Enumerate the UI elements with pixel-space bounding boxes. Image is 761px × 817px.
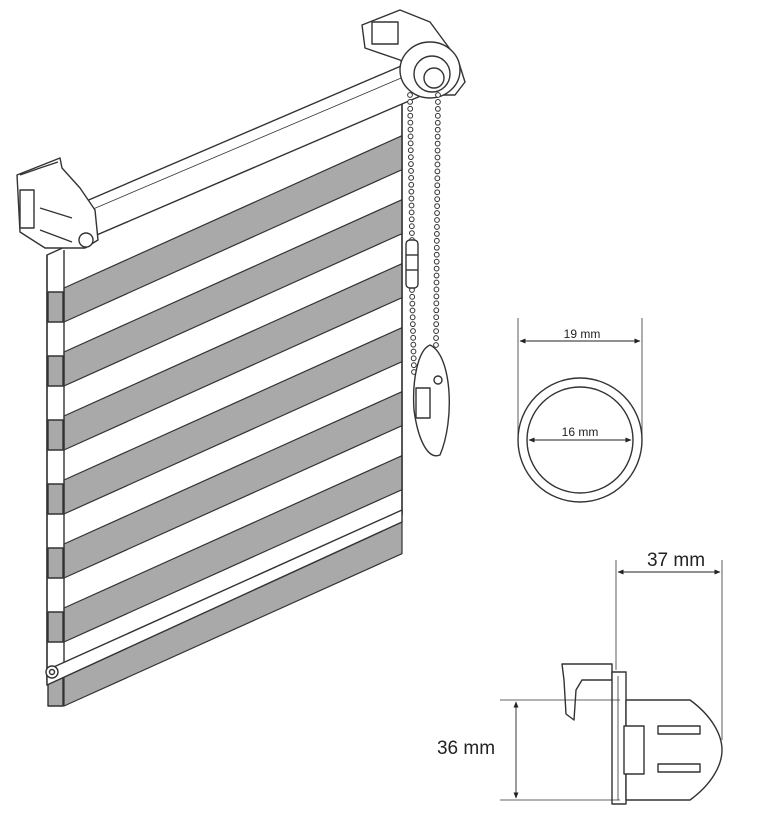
chain-bead [408, 168, 414, 174]
chain-bead [409, 314, 416, 321]
chain-bead [433, 314, 440, 321]
tube-cross-section: 19 mm 16 mm [517, 318, 643, 503]
chain-bead [433, 272, 440, 279]
end-bracket-side-view [500, 560, 723, 805]
chain-bead [434, 154, 441, 161]
left-bracket [16, 157, 99, 249]
chain-bead [407, 140, 414, 147]
chain-bead [434, 119, 441, 126]
chain-bead [434, 140, 441, 147]
bracket-height-label: 36 mm [437, 738, 495, 759]
chain-bead [433, 335, 439, 341]
chain-bead [433, 230, 440, 237]
chain-bead [434, 196, 441, 203]
chain-bead [408, 202, 415, 209]
roller-blind-illustration [16, 9, 466, 707]
chain-bead [410, 348, 417, 355]
chain-bead [433, 279, 440, 286]
chain-bead [433, 251, 440, 258]
chain-bead [434, 175, 441, 182]
outer-diameter-label: 19 mm [564, 327, 601, 341]
chain-bead [434, 217, 440, 223]
blind-stripes [47, 135, 403, 707]
chain-bead [434, 210, 440, 216]
chain-bead [408, 195, 415, 202]
chain-bead [410, 328, 416, 334]
chain-bead [410, 362, 417, 369]
bottom-rail [46, 509, 403, 686]
chain-bead [435, 99, 441, 105]
chain-bead [434, 203, 441, 210]
hem-stripe [47, 483, 64, 515]
chain-bead [407, 112, 414, 119]
chain-bead [433, 328, 440, 335]
hem-stripe [47, 355, 64, 387]
chain-bead [410, 341, 417, 348]
chain-bead [409, 300, 416, 307]
right-bracket [361, 9, 466, 99]
chain-bead [409, 230, 415, 236]
ball-chain [407, 92, 441, 375]
chain-bead [434, 133, 441, 140]
chain-bead [409, 293, 416, 300]
chain-bead [407, 119, 414, 126]
chain-bead [433, 342, 439, 348]
chain-bead [433, 321, 440, 328]
chain-bead [434, 147, 441, 154]
chain-bead [433, 265, 440, 272]
chain-bead [434, 161, 441, 168]
inner-diameter-label: 16 mm [562, 425, 599, 439]
chain-bead [407, 154, 414, 161]
chain-bead [407, 105, 414, 112]
chain-bead [408, 223, 415, 230]
chain-bead [410, 355, 417, 362]
chain-bead [407, 147, 414, 154]
chain-bead [407, 92, 413, 98]
chain-bead [408, 181, 415, 188]
hem-stripe [47, 611, 64, 643]
chain-bead [434, 105, 441, 112]
hem-stripe [47, 291, 64, 323]
chain-bead [433, 307, 440, 314]
bracket-width-label: 37 mm [647, 550, 705, 571]
chain-bead [434, 126, 441, 133]
chain-connector [405, 239, 419, 289]
chain-bead [433, 286, 440, 293]
chain-bead [408, 174, 415, 181]
chain-weight [412, 344, 451, 457]
chain-bead [434, 224, 440, 230]
chain-bead [433, 293, 440, 300]
chain-bead [434, 189, 441, 196]
chain-bead [433, 244, 440, 251]
chain-bead [434, 182, 441, 189]
hem-stripe [47, 419, 64, 451]
chain-bead [434, 168, 441, 175]
chain-bead [433, 237, 440, 244]
chain-bead [433, 300, 440, 307]
chain-bead [409, 321, 416, 328]
chain-bead [408, 209, 415, 216]
chain-bead [407, 99, 413, 105]
chain-bead [408, 216, 415, 223]
chain-bead [434, 112, 441, 119]
chain-bead [407, 126, 414, 133]
chain-bead [433, 258, 440, 265]
chain-bead [408, 188, 415, 195]
hem-stripe [47, 547, 64, 579]
chain-bead [409, 307, 416, 314]
chain-bead [407, 133, 414, 140]
chain-bead [408, 161, 414, 167]
chain-bead [410, 334, 417, 341]
chain-bead [435, 92, 441, 98]
